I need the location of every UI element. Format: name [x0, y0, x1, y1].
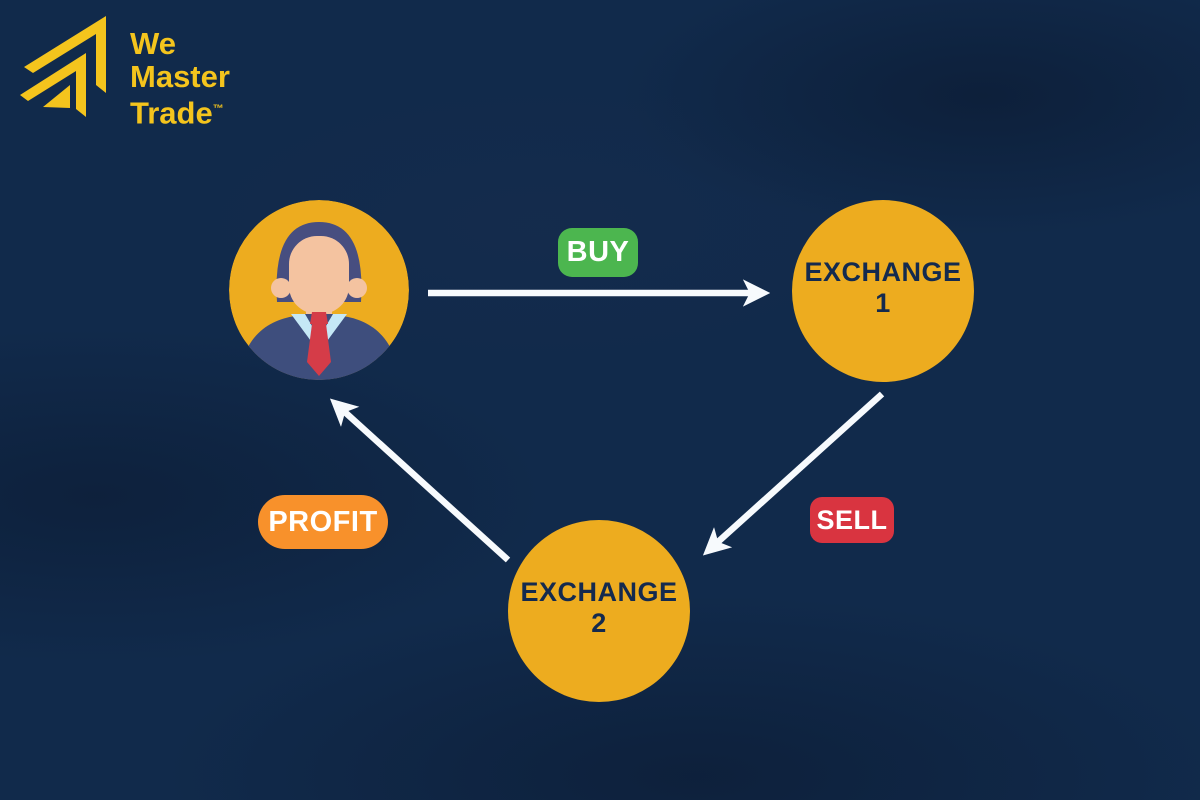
- logo-arrow-icon: [18, 14, 118, 129]
- trader-node: [229, 200, 409, 380]
- exchange2-node: EXCHANGE 2: [508, 520, 690, 702]
- logo-line-1: We: [130, 26, 176, 61]
- exchange2-label: EXCHANGE 2: [520, 577, 677, 639]
- exchange1-number: 1: [875, 288, 891, 318]
- profit-badge: PROFIT: [258, 495, 388, 549]
- logo-line-3: Trade™: [130, 95, 224, 131]
- exchange1-name: EXCHANGE: [804, 257, 962, 287]
- trademark-symbol: ™: [212, 103, 224, 115]
- logo-line-2: Master: [130, 59, 230, 94]
- sell-badge: SELL: [810, 497, 894, 543]
- exchange1-node: EXCHANGE 1: [792, 200, 974, 382]
- buy-badge: BUY: [558, 228, 638, 277]
- trader-avatar-icon: [229, 200, 409, 380]
- logo-wordmark: We Master Trade™: [130, 14, 230, 129]
- exchange1-label: EXCHANGE 1: [804, 257, 961, 319]
- exchange2-number: 2: [591, 608, 607, 638]
- brand-logo: We Master Trade™: [18, 14, 230, 129]
- exchange2-name: EXCHANGE: [520, 577, 678, 607]
